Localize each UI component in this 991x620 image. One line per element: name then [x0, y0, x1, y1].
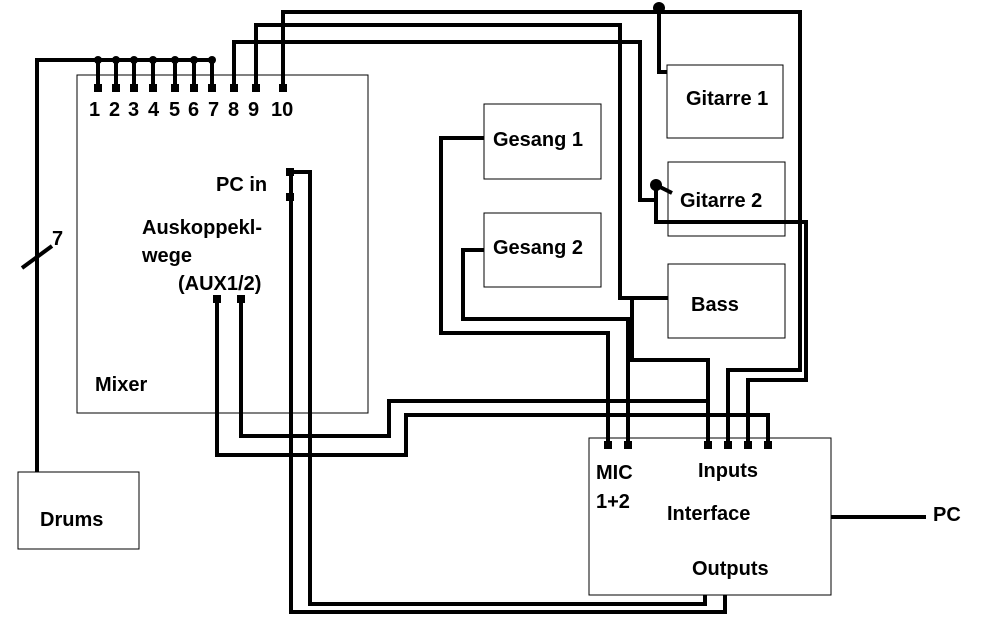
- gitarre2-junction-dot: [650, 179, 662, 191]
- pc-in-jack-1: [286, 168, 294, 176]
- interface-box: [588, 437, 832, 596]
- channel-number-8: 8: [228, 99, 239, 121]
- mixer-channel-numbers: 1 2 3 4 5 6 7 8 9 10: [89, 99, 293, 121]
- channel-number-2: 2: [109, 99, 120, 121]
- gitarre1-tap-wire: [657, 8, 667, 74]
- pc-label: PC: [933, 504, 961, 526]
- jack-ch4: [149, 84, 157, 92]
- gitarre1-box: [666, 64, 784, 139]
- ch10-wire: [281, 10, 802, 445]
- mixer-label: Mixer: [95, 374, 147, 396]
- pc-in-label: PC in: [216, 174, 267, 196]
- drums-label: Drums: [40, 509, 103, 531]
- mixer-channel-jacks: [94, 84, 287, 92]
- gitarre1-label: Gitarre 1: [686, 88, 768, 110]
- gesang2-label: Gesang 2: [493, 237, 583, 259]
- aux1-wire: [215, 298, 770, 457]
- channel-number-6: 6: [188, 99, 199, 121]
- gitarre2-to-interface-wire: [654, 185, 808, 445]
- input-jack-2: [724, 441, 732, 449]
- mixer-box: [76, 74, 369, 414]
- bass-label: Bass: [691, 294, 739, 316]
- jack-ch5: [171, 84, 179, 92]
- gesang2-box: [483, 212, 602, 288]
- drums-box: [17, 471, 140, 550]
- mic2-jack: [624, 441, 632, 449]
- channel-number-7: 7: [208, 99, 219, 121]
- bass-to-interface-wire: [630, 296, 710, 445]
- pc-in-jack-2: [286, 193, 294, 201]
- aux2-wire: [239, 298, 708, 438]
- aux-label-line3: (AUX1/2): [178, 273, 261, 295]
- input-jack-3: [744, 441, 752, 449]
- aux-label-line2: wege: [141, 245, 192, 267]
- jack-ch1: [94, 84, 102, 92]
- interface-mic-label-line1: MIC: [596, 462, 633, 484]
- interface-inputs-label: Inputs: [698, 460, 758, 482]
- ch8-wire: [232, 40, 656, 202]
- multicore-slash-mark: [20, 244, 54, 270]
- channel-number-3: 3: [128, 99, 139, 121]
- channel-number-9: 9: [248, 99, 259, 121]
- aux1-jack: [213, 295, 221, 303]
- drums-channel-count: 7: [52, 228, 63, 250]
- gesang1-box: [483, 103, 602, 180]
- channel-number-1: 1: [89, 99, 100, 121]
- jack-ch8: [230, 84, 238, 92]
- aux-label-line1: Auskoppekl-: [142, 217, 262, 239]
- jack-ch10: [279, 84, 287, 92]
- aux2-jack: [237, 295, 245, 303]
- gitarre1-junction-dot: [653, 2, 665, 14]
- jack-ch2: [112, 84, 120, 92]
- jack-ch3: [130, 84, 138, 92]
- gesang2-to-mic2-wire: [461, 248, 630, 445]
- jack-ch9: [252, 84, 260, 92]
- gesang1-label: Gesang 1: [493, 129, 583, 151]
- drums-split-dots: [94, 56, 216, 64]
- jack-ch7: [208, 84, 216, 92]
- gesang1-to-mic1-wire: [439, 136, 610, 445]
- interface-mic-label-line2: 1+2: [596, 491, 630, 513]
- interface-outputs-label: Outputs: [692, 558, 769, 580]
- gitarre2-label: Gitarre 2: [680, 190, 762, 212]
- jack-ch6: [190, 84, 198, 92]
- channel-number-5: 5: [169, 99, 180, 121]
- pc-in-return-wire-2: [289, 170, 707, 606]
- bass-box: [667, 263, 786, 339]
- channel-number-4: 4: [148, 99, 160, 121]
- interface-label: Interface: [667, 503, 750, 525]
- input-jack-4: [764, 441, 772, 449]
- channel-number-10: 10: [271, 99, 293, 121]
- mic1-jack: [604, 441, 612, 449]
- input-jack-1: [704, 441, 712, 449]
- pc-in-return-wire-1: [289, 172, 727, 614]
